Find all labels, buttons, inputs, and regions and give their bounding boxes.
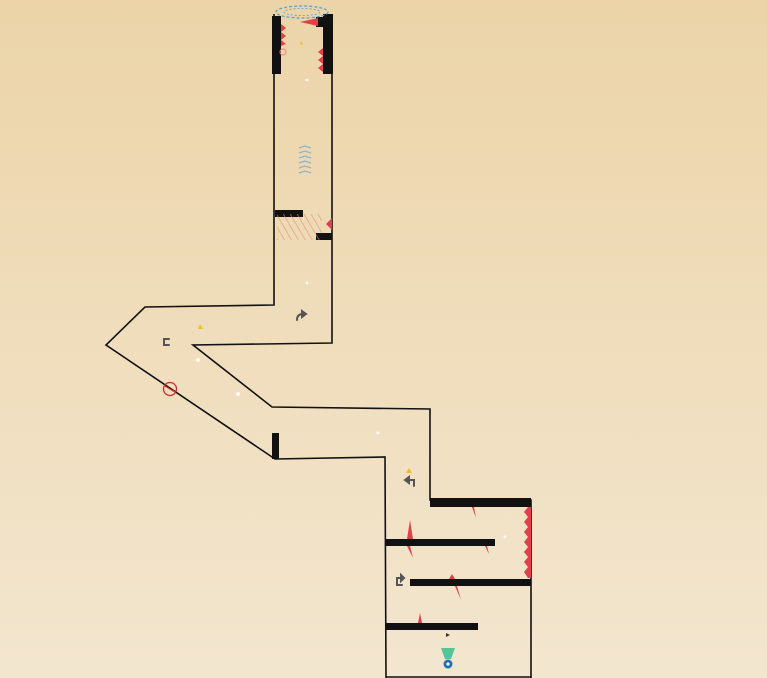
- checkpoint-dot: [305, 281, 309, 285]
- ledge-right: [316, 233, 332, 240]
- exit-portal[interactable]: [275, 5, 329, 19]
- solid-walls: [272, 14, 531, 630]
- spike-icon: [455, 586, 461, 600]
- spike-icon: [524, 507, 531, 578]
- maze-top-bar: [430, 498, 531, 507]
- star-coin-icon: [300, 41, 303, 45]
- target-ring-slash: [164, 385, 176, 393]
- spike-icon: [300, 18, 318, 26]
- maze-bar-3: [385, 623, 478, 630]
- portal-inner-ring: [283, 8, 321, 16]
- coins: [198, 41, 412, 473]
- spike-icon: [281, 24, 286, 46]
- lower-post: [272, 433, 279, 459]
- top-right-cap: [316, 17, 324, 27]
- checkpoint-dot: [196, 358, 200, 362]
- checkpoint-dot: [376, 431, 380, 435]
- spring-icon: [298, 165, 312, 169]
- spring-icon: [298, 160, 312, 164]
- turn-arrow-head: [400, 572, 406, 584]
- target-ring[interactable]: [162, 381, 178, 397]
- spike-icon: [485, 546, 489, 554]
- maze-bar-2: [410, 579, 531, 586]
- checkpoints: [196, 78, 507, 539]
- turn-arrow-icon: [163, 338, 170, 346]
- player-spawn[interactable]: [441, 648, 455, 669]
- turn-arrow-icon: [396, 577, 403, 586]
- outline-left-wall: [104, 14, 387, 678]
- top-left-post: [272, 16, 281, 74]
- spring-pad[interactable]: [298, 145, 312, 174]
- hazard-zone: [277, 214, 322, 240]
- small-flag-marker: [446, 633, 450, 637]
- checkpoint-dot: [236, 392, 240, 396]
- spawn-beam: [441, 648, 455, 659]
- spike-hazards: [281, 18, 531, 623]
- spike-icon: [449, 574, 455, 579]
- spring-icon: [298, 155, 312, 159]
- spring-icon: [298, 145, 312, 149]
- spike-icon: [407, 546, 413, 558]
- turn-arrow-head: [403, 475, 410, 485]
- target-ring-icon: [162, 381, 178, 397]
- checkpoint-dot: [305, 78, 309, 82]
- small-ring-marker: [279, 48, 287, 56]
- turn-arrows: [163, 309, 415, 586]
- spike-icon: [326, 218, 332, 230]
- turn-arrow-head: [301, 309, 308, 319]
- portal-icon: [275, 5, 329, 19]
- ledge-left: [275, 210, 303, 217]
- star-coin-icon: [406, 468, 412, 473]
- checkpoint-dot: [503, 535, 507, 539]
- spike-icon: [407, 520, 413, 539]
- spike-icon: [318, 48, 323, 72]
- star-coin-icon: [198, 324, 203, 329]
- spike-icon: [418, 613, 422, 623]
- player-eye: [446, 662, 450, 666]
- spring-icon: [298, 150, 312, 154]
- top-right-post: [323, 14, 333, 74]
- maze-bar-1: [385, 539, 495, 546]
- spike-icon: [472, 507, 476, 518]
- spring-icon: [298, 170, 312, 174]
